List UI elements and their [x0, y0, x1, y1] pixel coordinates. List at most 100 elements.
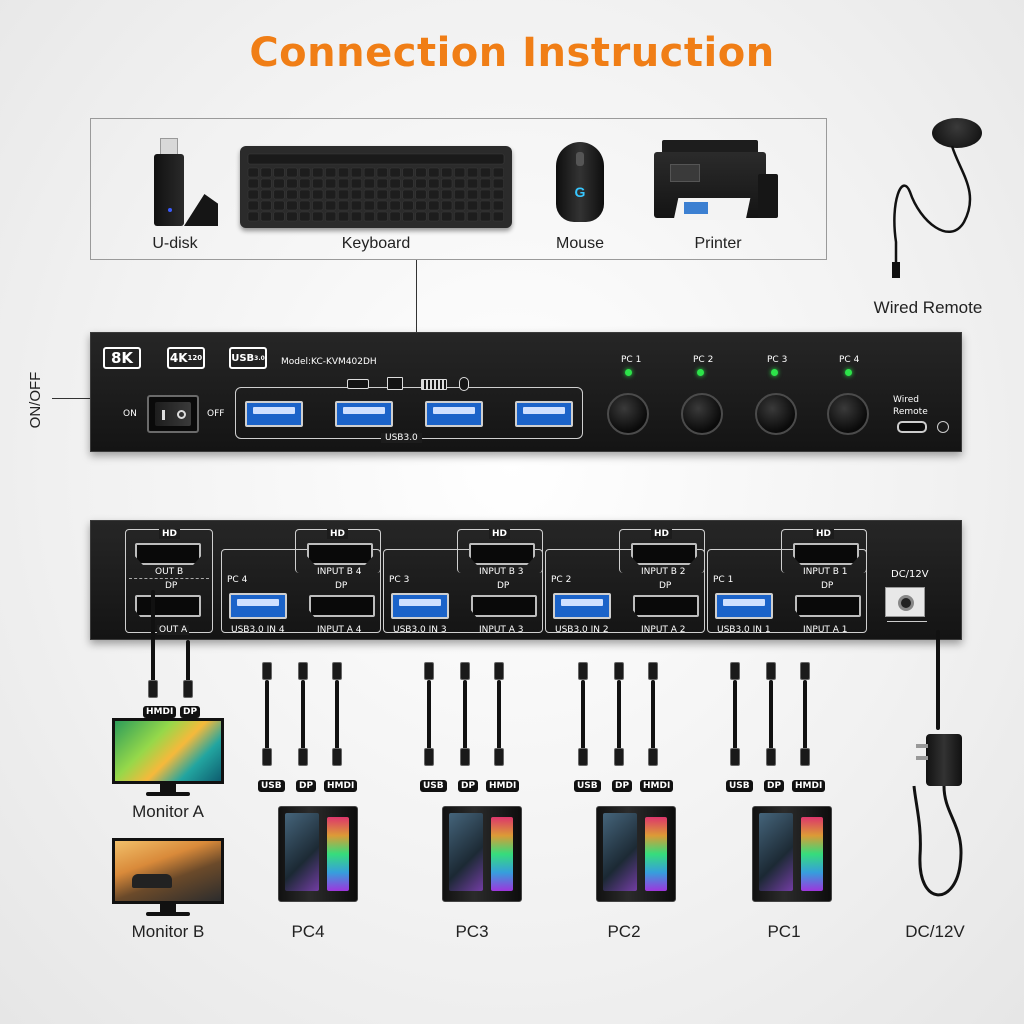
- keyboard-key: [376, 178, 388, 189]
- keyboard-key: [363, 167, 375, 178]
- keyboard-key: [467, 200, 479, 211]
- pc2-usb-cable-top: [578, 662, 588, 680]
- pc2-switch-button[interactable]: [681, 393, 723, 435]
- keyboard-key: [415, 189, 427, 200]
- pc2-led: [697, 369, 704, 376]
- pc2-input-a-label: INPUT A 2: [641, 625, 686, 635]
- pc1-usb-cable-bottom: [730, 748, 740, 766]
- keyboard-key: [415, 178, 427, 189]
- printer-label: Printer: [694, 235, 742, 252]
- pc2-dp-cable-bottom: [614, 748, 624, 766]
- front-usb-port-3[interactable]: [425, 401, 483, 427]
- u-disk-label: U-disk: [152, 235, 198, 252]
- keyboard-key: [467, 189, 479, 200]
- keyboard-key: [312, 189, 324, 200]
- keyboard-key: [286, 200, 298, 211]
- keyboard-key: [325, 189, 337, 200]
- hmdi-tag-monitor: HMDI: [143, 706, 177, 718]
- pc2-hdmi-input-port[interactable]: [631, 543, 697, 565]
- keyboard-key: [325, 167, 337, 178]
- pc2-hmdi-cable-bottom: [648, 748, 658, 766]
- out-a-dp-port[interactable]: [135, 595, 201, 617]
- pc2-dp-input-port[interactable]: [633, 595, 699, 617]
- keyboard-key: [402, 200, 414, 211]
- pc3-hmdi-cable-top: [494, 662, 504, 680]
- pc3-dp-input-port[interactable]: [471, 595, 537, 617]
- pc2-usb-in-label: USB3.0 IN 2: [555, 625, 609, 635]
- keyboard-key: [299, 211, 311, 222]
- keyboard-key: [350, 178, 362, 189]
- dp-cable-monitor: [186, 640, 190, 688]
- keyboard-key: [402, 189, 414, 200]
- polarity-icon: [887, 621, 927, 629]
- keyboard-key: [350, 167, 362, 178]
- model-number: Model:KC-KVM402DH: [281, 357, 377, 367]
- keyboard-key: [260, 167, 272, 178]
- keyboard-key: [492, 211, 504, 222]
- keyboard-key: [467, 211, 479, 222]
- pc2-input-group-frame: [545, 549, 705, 633]
- keyboard-key: [286, 178, 298, 189]
- pc3-button-label: PC 3: [767, 355, 788, 365]
- pc1-usb-input-port[interactable]: [715, 593, 773, 619]
- keyboard-key: [428, 200, 440, 211]
- keyboard-key: [247, 189, 259, 200]
- keyboard-key: [260, 178, 272, 189]
- pc4-dp-cable: [301, 680, 305, 750]
- pc4-usb-cable-top: [262, 662, 272, 680]
- out-b-hdmi-port[interactable]: [135, 543, 201, 565]
- pc4-group-label: PC 4: [227, 575, 248, 585]
- front-usb-port-4[interactable]: [515, 401, 573, 427]
- keyboard-key: [312, 211, 324, 222]
- keyboard-key: [415, 200, 427, 211]
- keyboard-key: [441, 211, 453, 222]
- pc2-hmdi-cable: [651, 680, 655, 750]
- keyboard-key: [299, 178, 311, 189]
- pc3-usb-input-port[interactable]: [391, 593, 449, 619]
- rear-panel: HD OUT B DP OUT A HD PC 4 INPUT B 4 DP U…: [90, 520, 962, 640]
- pc3-hmdi-tag: HMDI: [486, 780, 520, 792]
- pc1-dp-tag: DP: [764, 780, 785, 792]
- pc4-hdmi-input-port[interactable]: [307, 543, 373, 565]
- out-a-label: OUT A: [157, 625, 190, 635]
- pc4-usb-input-port[interactable]: [229, 593, 287, 619]
- dc-12v-label: DC/12V: [905, 922, 965, 941]
- front-usb-port-2[interactable]: [335, 401, 393, 427]
- on-label: ON: [123, 409, 137, 419]
- pc1-hdmi-input-port[interactable]: [793, 543, 859, 565]
- keyboard-key: [492, 178, 504, 189]
- pc3-input-b-label: INPUT B 3: [479, 567, 524, 577]
- pc3-switch-button[interactable]: [755, 393, 797, 435]
- keyboard-key: [273, 189, 285, 200]
- pc2-usb-tag: USB: [574, 780, 601, 792]
- pc3-hdmi-input-port[interactable]: [469, 543, 535, 565]
- power-switch[interactable]: [147, 395, 199, 433]
- dc-power-jack[interactable]: [885, 587, 925, 617]
- pc1-dp-label: DP: [821, 581, 834, 591]
- pc1-hmdi-cable-top: [800, 662, 810, 680]
- pc2-dp-cable-top: [614, 662, 624, 680]
- keyboard-key: [363, 211, 375, 222]
- keyboard-key: [325, 178, 337, 189]
- keyboard-key: [247, 211, 259, 222]
- front-usb-port-1[interactable]: [245, 401, 303, 427]
- keyboard-key: [260, 189, 272, 200]
- wired-remote-port[interactable]: [897, 421, 927, 433]
- pc1-dp-input-port[interactable]: [795, 595, 861, 617]
- pc4-switch-button[interactable]: [827, 393, 869, 435]
- pc4-dp-input-port[interactable]: [309, 595, 375, 617]
- keyboard-key: [428, 211, 440, 222]
- pc1-switch-button[interactable]: [607, 393, 649, 435]
- dp-tag-monitor: DP: [180, 706, 201, 718]
- pc3-usb-cable-bottom: [424, 748, 434, 766]
- pc4-usb-tag: USB: [258, 780, 285, 792]
- keyboard-key: [350, 200, 362, 211]
- pc3-hd-label: HD: [489, 529, 511, 539]
- keyboard-icon: [421, 379, 447, 390]
- badge-4k-text: 4K: [169, 351, 188, 365]
- keyboard-label: Keyboard: [341, 235, 411, 252]
- pc2-usb-input-port[interactable]: [553, 593, 611, 619]
- keyboard-key: [402, 178, 414, 189]
